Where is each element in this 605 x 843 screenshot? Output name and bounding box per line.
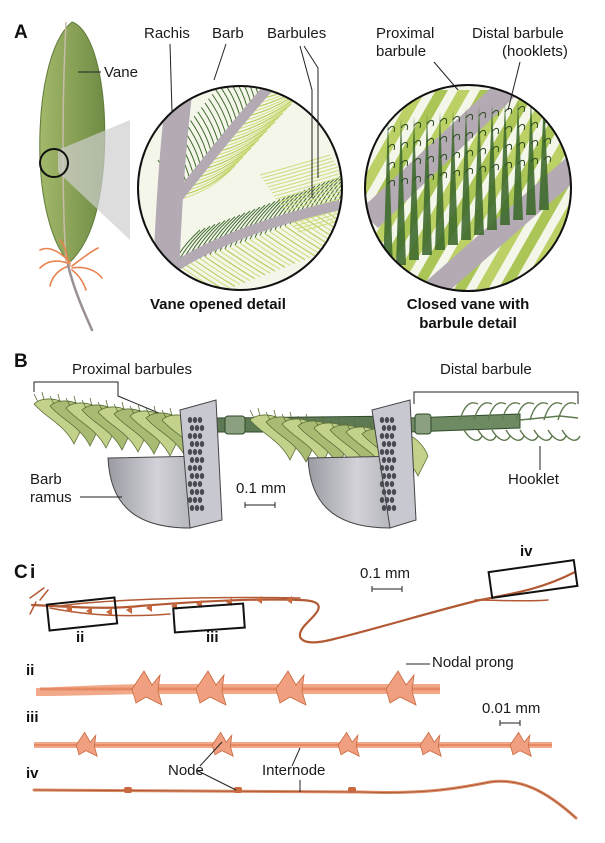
scale-bar-detail [499,720,521,726]
inset-label-iii: iii [206,629,219,646]
scale-bar-label-c: 0.1 mm [360,565,410,582]
downy-barbs [39,239,103,291]
scale-bar-b [244,502,276,508]
label-vane: Vane [104,64,138,81]
bracket-distal-barbule [413,391,579,404]
panel-c-i-label: i [30,562,35,583]
label-distal-barbule-1: Distal barbule [472,25,564,42]
caption-vane-opened: Vane opened detail [150,296,286,313]
barb-ramus-block [307,399,417,529]
hooklets [459,402,581,441]
label-barb-ramus-1: Barb [30,471,62,488]
zoom-circle-marker [39,148,69,178]
label-proximal-barbules: Proximal barbules [72,361,192,378]
label-barb-ramus-2: ramus [30,489,72,506]
closed-vane-detail-circle [364,84,572,292]
leader-proximal-barbule [433,61,459,91]
leader-barbules [299,45,319,198]
label-distal-barbule-b: Distal barbule [440,361,532,378]
caption-closed-vane-1: Closed vane with [407,296,530,313]
inset-box-iii [172,602,246,634]
leader-rachis [169,43,173,113]
label-nodal-prong: Nodal prong [432,654,514,671]
leader-distal-barbule [507,61,521,111]
panel-c-letter: C [14,562,28,583]
leader-node [195,741,237,791]
vane-opened-detail-circle [137,85,343,291]
panel-b-letter: B [14,351,28,372]
label-barb: Barb [212,25,244,42]
label-proximal-barbule-2: barbule [376,43,426,60]
label-hooklet: Hooklet [508,471,560,488]
inset-box-ii [45,596,119,632]
barbule-detail-iii [34,731,552,757]
label-distal-barbule-2: (hooklets) [502,43,568,60]
barbule-detail-iv [32,779,578,820]
row-label-iii: iii [26,709,39,726]
label-internode: Internode [262,762,325,779]
barb-branch [167,200,342,275]
scale-bar-c [371,586,403,592]
inset-label-ii: ii [76,629,84,646]
label-proximal-barbule-1: Proximal [376,25,434,42]
row-label-iv: iv [26,765,39,782]
barb-branch [172,86,274,204]
inset-box-iv [487,559,579,599]
row-label-ii: ii [26,662,34,679]
plumulaceous-barbule-fiber [29,570,577,644]
inset-label-iv: iv [520,543,533,560]
label-rachis: Rachis [144,25,190,42]
barb-ramus-block [107,399,223,529]
panel-a-letter: A [14,22,28,43]
bracket-proximal-barbules [33,381,191,427]
label-node: Node [168,762,204,779]
scale-bar-label-detail: 0.01 mm [482,700,540,717]
label-barbules: Barbules [267,25,326,42]
leader-internode [291,747,301,792]
zoom-cone [58,120,130,240]
leader-barb [213,43,227,81]
scale-bar-label-b: 0.1 mm [236,480,286,497]
barbule-detail-ii [36,670,440,706]
caption-closed-vane-2: barbule detail [419,315,517,332]
